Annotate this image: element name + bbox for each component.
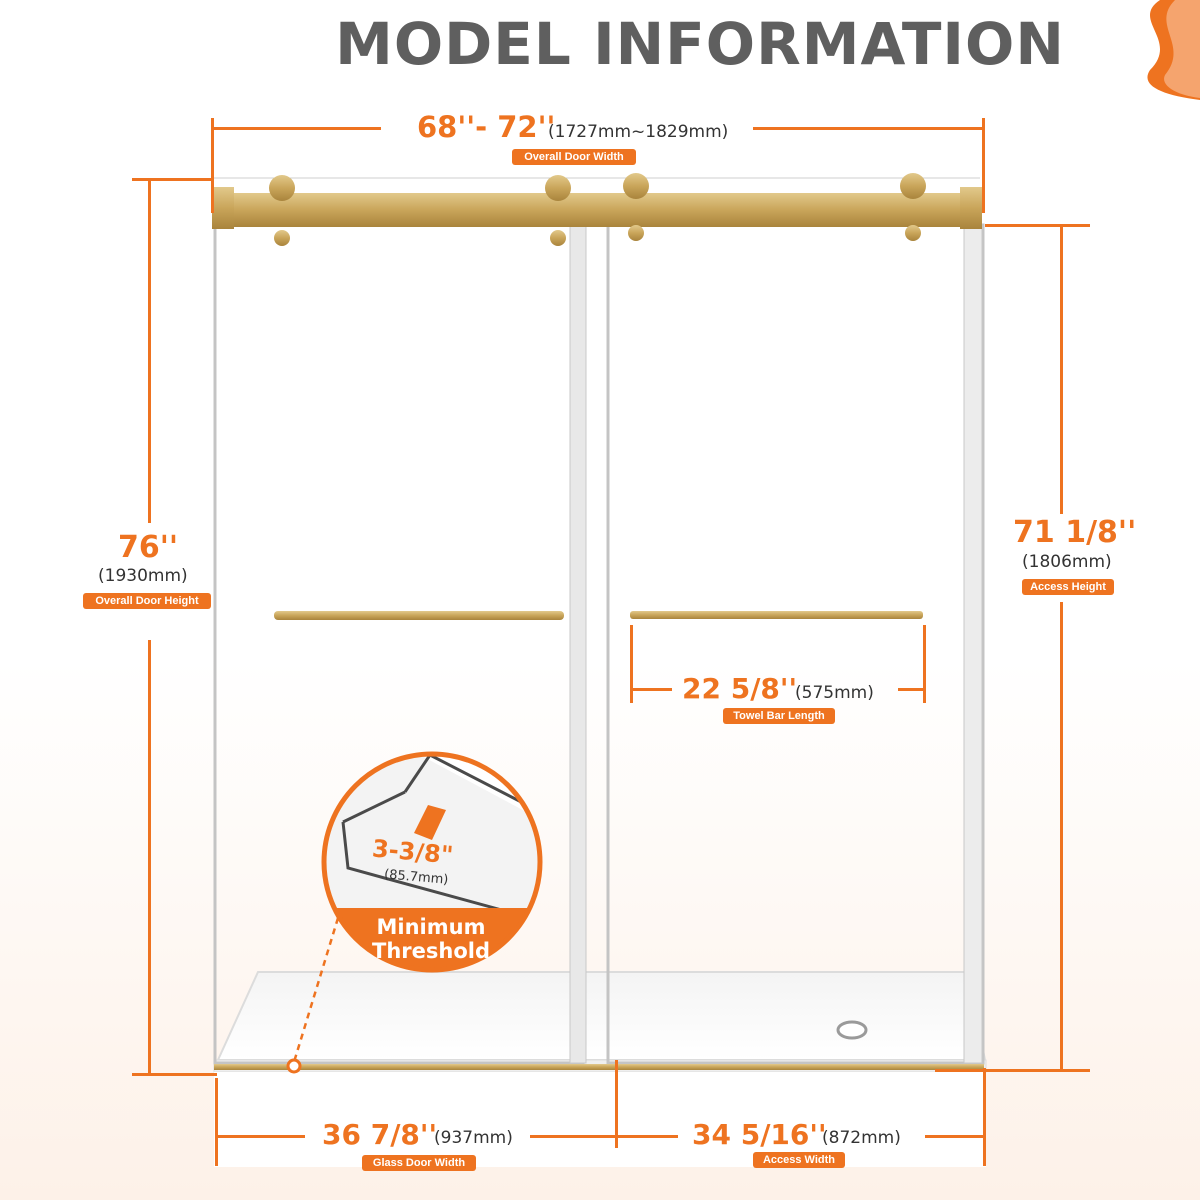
glass-tick-right [615, 1060, 618, 1148]
access-height-line-top [1060, 224, 1063, 514]
overall-width-label: Overall Door Width [512, 149, 636, 165]
width-line-right [753, 127, 985, 130]
access-width-metric: (872mm) [822, 1128, 901, 1148]
height-tick-bottom [132, 1073, 217, 1076]
glass-line-left [215, 1135, 305, 1138]
towel-bar-value: 22 5/8'' [682, 672, 798, 705]
overall-height-label: Overall Door Height [83, 593, 211, 609]
access-width-line-left [618, 1135, 678, 1138]
threshold-label-line1: Minimum [376, 915, 486, 939]
overall-height-value: 76'' [118, 530, 179, 565]
towel-tick-left [630, 625, 633, 703]
overall-width-metric: (1727mm~1829mm) [548, 122, 729, 142]
height-line-bottom [148, 640, 151, 1075]
threshold-label-line2: Threshold [372, 939, 490, 963]
height-tick-top [132, 178, 212, 181]
access-height-metric: (1806mm) [1022, 552, 1112, 572]
glass-width-metric: (937mm) [434, 1128, 513, 1148]
threshold-label: Minimum Threshold [356, 915, 506, 963]
access-height-line-bottom [1060, 602, 1063, 1072]
glass-tick-left [215, 1078, 218, 1166]
towel-line-left [630, 688, 672, 691]
access-width-label: Access Width [753, 1152, 845, 1168]
glass-line-right [530, 1135, 618, 1138]
towel-line-right [898, 688, 926, 691]
towel-tick-right [923, 625, 926, 703]
access-width-tick-right [983, 1068, 986, 1166]
width-line-left [211, 127, 381, 130]
access-height-tick-bottom [935, 1069, 1090, 1072]
access-width-line-right [925, 1135, 986, 1138]
width-tick-left [211, 118, 214, 213]
overall-height-metric: (1930mm) [98, 566, 188, 586]
glass-width-label: Glass Door Width [362, 1155, 476, 1171]
access-height-value: 71 1/8'' [1013, 515, 1137, 550]
towel-bar-label: Towel Bar Length [723, 708, 835, 724]
height-line-top [148, 178, 151, 523]
access-width-value: 34 5/16'' [692, 1118, 827, 1151]
width-tick-right [982, 118, 985, 213]
glass-width-value: 36 7/8'' [322, 1118, 438, 1151]
access-height-label: Access Height [1022, 579, 1114, 595]
access-height-tick-top [985, 224, 1090, 227]
towel-bar-metric: (575mm) [795, 683, 874, 703]
corner-decoration [1147, 0, 1200, 100]
overall-width-value: 68''- 72'' [417, 110, 556, 144]
page-title: MODEL INFORMATION [335, 10, 1065, 78]
